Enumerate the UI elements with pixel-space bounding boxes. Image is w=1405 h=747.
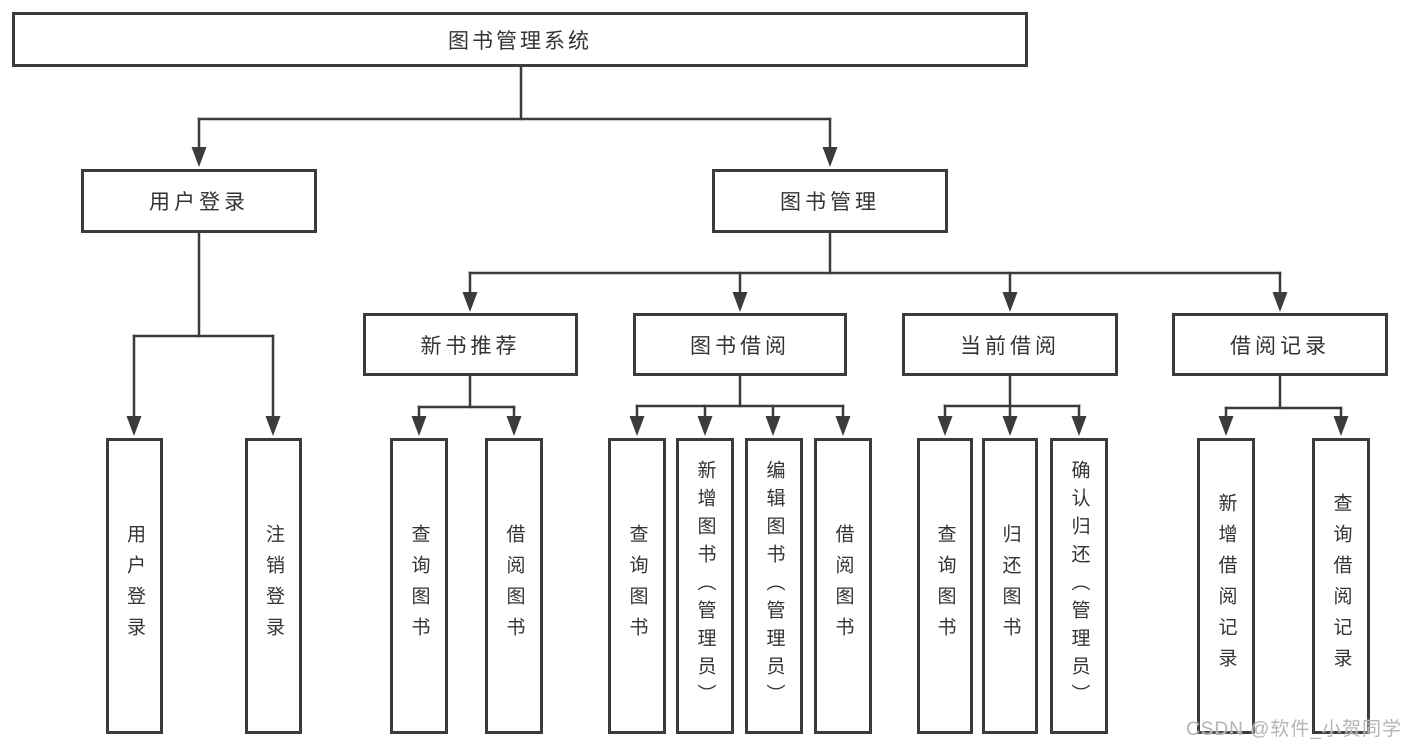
leaf-query-borrow-record: 查询借阅记录 xyxy=(1312,438,1370,734)
arrow-down-icon xyxy=(1071,416,1087,436)
arrowhead-icons xyxy=(126,147,1349,436)
watermark: CSDN @软件_小贺同学 xyxy=(1186,719,1402,740)
node-user-login: 用户登录 xyxy=(81,169,317,233)
leaf-edit-books-admin: 编辑图书（管理员） xyxy=(745,438,803,734)
node-book-borrowing: 图书借阅 xyxy=(633,313,847,376)
leaf-borrow-books: 借阅图书 xyxy=(814,438,872,734)
leaf-user-login: 用户登录 xyxy=(106,438,163,734)
leaf-borrow-books-recommend: 借阅图书 xyxy=(485,438,543,734)
node-current-borrowing: 当前借阅 xyxy=(902,313,1118,376)
leaf-return-books: 归还图书 xyxy=(982,438,1038,734)
node-library-management-system: 图书管理系统 xyxy=(12,12,1028,67)
arrow-down-icon xyxy=(1218,416,1234,436)
leaf-query-books-borrowing: 查询图书 xyxy=(608,438,666,734)
arrow-down-icon xyxy=(1333,416,1349,436)
arrow-down-icon xyxy=(1272,292,1288,312)
arrow-down-icon xyxy=(697,416,713,436)
node-borrowing-records: 借阅记录 xyxy=(1172,313,1388,376)
arrow-down-icon xyxy=(1002,416,1018,436)
arrow-down-icon xyxy=(937,416,953,436)
leaf-query-books-recommend: 查询图书 xyxy=(390,438,448,734)
arrow-down-icon xyxy=(191,147,207,167)
leaf-add-books-admin: 新增图书（管理员） xyxy=(676,438,734,734)
leaf-query-books-current: 查询图书 xyxy=(917,438,973,734)
leaf-logout: 注销登录 xyxy=(245,438,302,734)
arrow-down-icon xyxy=(1002,292,1018,312)
arrow-down-icon xyxy=(822,147,838,167)
arrow-down-icon xyxy=(411,416,427,436)
arrow-down-icon xyxy=(265,416,281,436)
arrow-down-icon xyxy=(506,416,522,436)
node-book-management: 图书管理 xyxy=(712,169,948,233)
arrow-down-icon xyxy=(462,292,478,312)
arrow-down-icon xyxy=(732,292,748,312)
leaf-add-borrow-record: 新增借阅记录 xyxy=(1197,438,1255,734)
arrow-down-icon xyxy=(835,416,851,436)
leaf-confirm-return-admin: 确认归还（管理员） xyxy=(1050,438,1108,734)
arrow-down-icon xyxy=(126,416,142,436)
arrow-down-icon xyxy=(629,416,645,436)
node-new-book-recommend: 新书推荐 xyxy=(363,313,578,376)
arrow-down-icon xyxy=(765,416,781,436)
